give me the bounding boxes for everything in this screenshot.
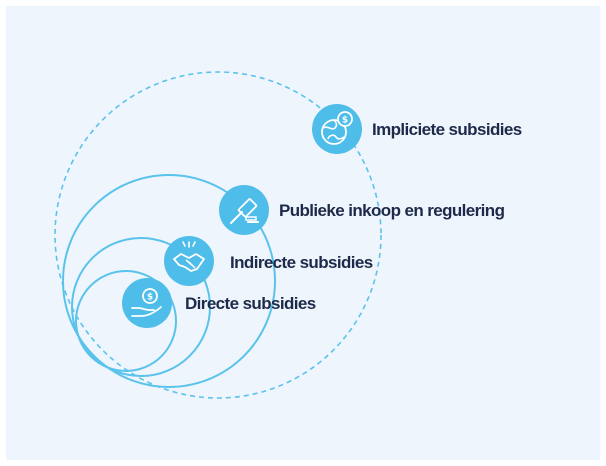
circle-impliciete-subsidies	[54, 71, 382, 399]
globe-dollar-icon: $	[312, 104, 362, 154]
circle-indirecte-subsidies	[71, 237, 211, 377]
label-directe-subsidies: Directe subsidies	[185, 294, 316, 313]
label-publieke-inkoop-en-regulering: Publieke inkoop en regulering	[279, 201, 505, 220]
handshake-icon	[164, 236, 214, 286]
circle-directe-subsidies	[75, 270, 177, 372]
gavel-icon	[219, 185, 269, 235]
hand-coin-icon: $	[122, 278, 172, 328]
svg-text:$: $	[342, 116, 348, 126]
label-indirecte-subsidies: Indirecte subsidies	[230, 253, 373, 272]
label-impliciete-subsidies: Impliciete subsidies	[372, 120, 522, 139]
diagram-background	[6, 6, 600, 460]
circle-publieke-inkoop	[62, 174, 276, 388]
svg-text:$: $	[147, 293, 153, 303]
